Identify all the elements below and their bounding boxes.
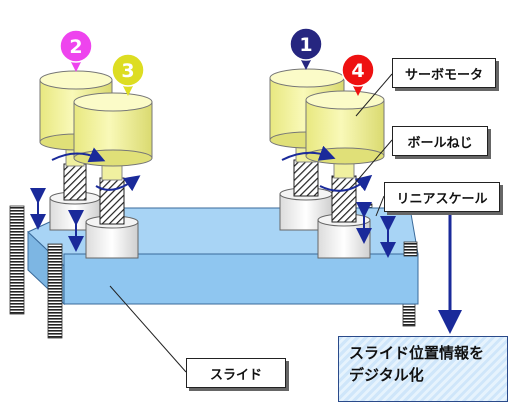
marker-1: 1: [289, 27, 323, 70]
digitize-info-box: スライド位置情報を デジタル化: [338, 336, 508, 402]
rotation-arrow-2: [51, 147, 106, 163]
marker-number: 2: [69, 36, 82, 58]
linear-scale-left-back: [9, 205, 25, 315]
actuator-unit-4: [305, 90, 385, 259]
linear-scale-left-front: [47, 243, 63, 339]
linear-scale-right-front: [403, 241, 418, 257]
rotation-arrow-3: [95, 175, 141, 192]
rotation-arrow-1: [281, 145, 336, 161]
info-line-2: デジタル化: [349, 366, 424, 384]
marker-4: 4: [341, 53, 375, 96]
slide-label: スライド: [186, 358, 286, 388]
ball-screw-label: ボールねじ: [392, 126, 488, 156]
marker-number: 1: [299, 34, 312, 56]
slide-front-surface: [63, 253, 419, 305]
linear-scale-front-right-lower: [402, 303, 416, 327]
rotation-arrow-4: [319, 174, 373, 192]
linear-scale-label: リニアスケール: [384, 182, 500, 212]
marker-2: 2: [59, 29, 93, 72]
vertical-motion-arrows: [30, 188, 396, 258]
marker-number: 4: [351, 60, 364, 82]
rotation-arrows: [51, 145, 373, 192]
info-line-1: スライド位置情報を: [349, 344, 485, 362]
servo-motor-label: サーボモータ: [392, 58, 496, 88]
actuator-unit-3: [73, 92, 153, 259]
marker-3: 3: [111, 53, 145, 96]
marker-number: 3: [121, 60, 134, 82]
leader-lines: [109, 73, 393, 373]
